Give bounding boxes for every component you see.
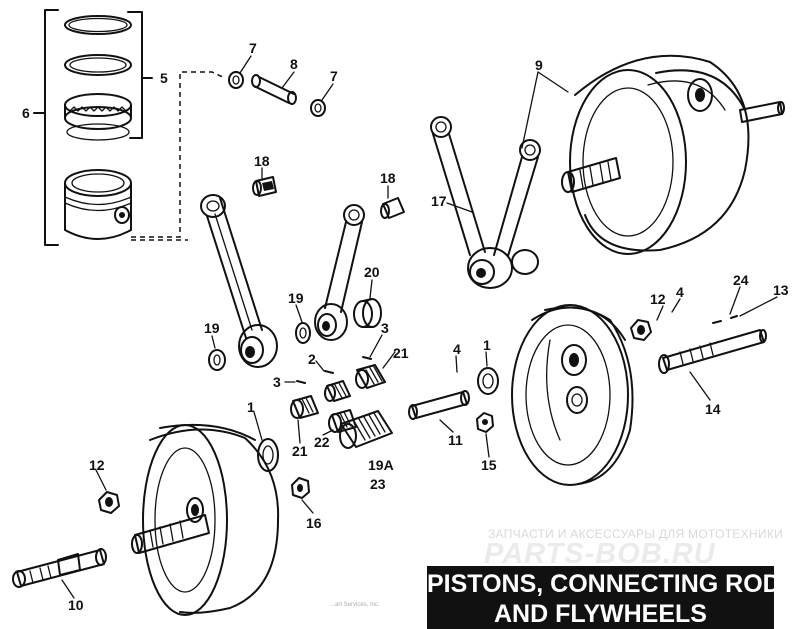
pinion-shaft-assembly — [630, 315, 767, 374]
connecting-rod-right — [314, 204, 365, 341]
callout-14: 14 — [705, 401, 721, 417]
callout-22: 22 — [314, 434, 330, 450]
callout-3a: 3 — [381, 320, 389, 336]
callout-9: 9 — [535, 57, 543, 73]
sprocket-shaft-assembly — [12, 491, 120, 588]
callout-10: 10 — [68, 597, 84, 613]
callout-19a: 19 — [288, 290, 304, 306]
callout-21b: 21 — [292, 443, 308, 459]
callout-7a: 7 — [249, 40, 257, 56]
callout-16: 16 — [306, 515, 322, 531]
callout-11: 11 — [448, 432, 463, 448]
flywheel-left — [131, 423, 310, 616]
callout-6: 6 — [22, 105, 30, 121]
piston-ring-stack — [33, 9, 226, 246]
callout-13: 13 — [773, 282, 789, 298]
title-line-1: PISTONS, CONNECTING RODS — [427, 570, 798, 598]
callout-21a: 21 — [393, 345, 409, 361]
callout-12b: 12 — [89, 457, 105, 473]
callout-3b: 3 — [273, 374, 281, 390]
callout-12a: 12 — [650, 291, 666, 307]
callout-labels: 7 8 7 5 6 9 18 18 17 20 19 19 3 2 21 3 2… — [22, 40, 789, 613]
callout-17: 17 — [431, 193, 447, 209]
callout-24: 24 — [733, 272, 749, 288]
callout-20: 20 — [364, 264, 380, 280]
thrust-washers — [208, 322, 311, 371]
callout-19b: 19 — [204, 320, 220, 336]
callout-1a: 1 — [247, 399, 255, 415]
callout-2: 2 — [308, 351, 316, 367]
callout-4a: 4 — [453, 341, 461, 357]
bearing-sleeve — [353, 298, 382, 328]
wrist-pin-bushings — [252, 176, 405, 219]
piston-pin-assembly — [228, 71, 326, 117]
callout-7b: 7 — [330, 68, 338, 84]
callout-1b: 1 — [483, 337, 491, 353]
flywheel-right — [511, 304, 634, 486]
callout-19A: 19A — [368, 457, 394, 473]
copyright-credit: ...art Services, Inc. — [330, 602, 380, 608]
connecting-rod-left — [200, 194, 278, 368]
callout-18a: 18 — [254, 153, 270, 169]
callout-4b: 4 — [676, 284, 684, 300]
diagram-title-box: PISTONS, CONNECTING RODS AND FLYWHEELS — [427, 566, 798, 629]
callout-8: 8 — [290, 56, 298, 72]
callout-5: 5 — [160, 70, 168, 86]
title-line-2: AND FLYWHEELS — [494, 600, 707, 628]
flywheel-assembly-upper — [561, 54, 785, 255]
crankpin-assembly — [408, 367, 499, 433]
callout-23: 23 — [370, 476, 386, 492]
watermark-logo: PARTS-BOB.RU — [484, 538, 716, 570]
dual-connecting-rod-assembly — [430, 116, 541, 289]
leader-lines — [61, 55, 778, 599]
watermark-tagline: ЗАПЧАСТИ И АКСЕССУАРЫ ДЛЯ МОТОТЕХНИКИ — [488, 527, 784, 541]
callout-15: 15 — [481, 457, 497, 473]
roller-bearings — [290, 356, 393, 449]
callout-18b: 18 — [380, 170, 396, 186]
